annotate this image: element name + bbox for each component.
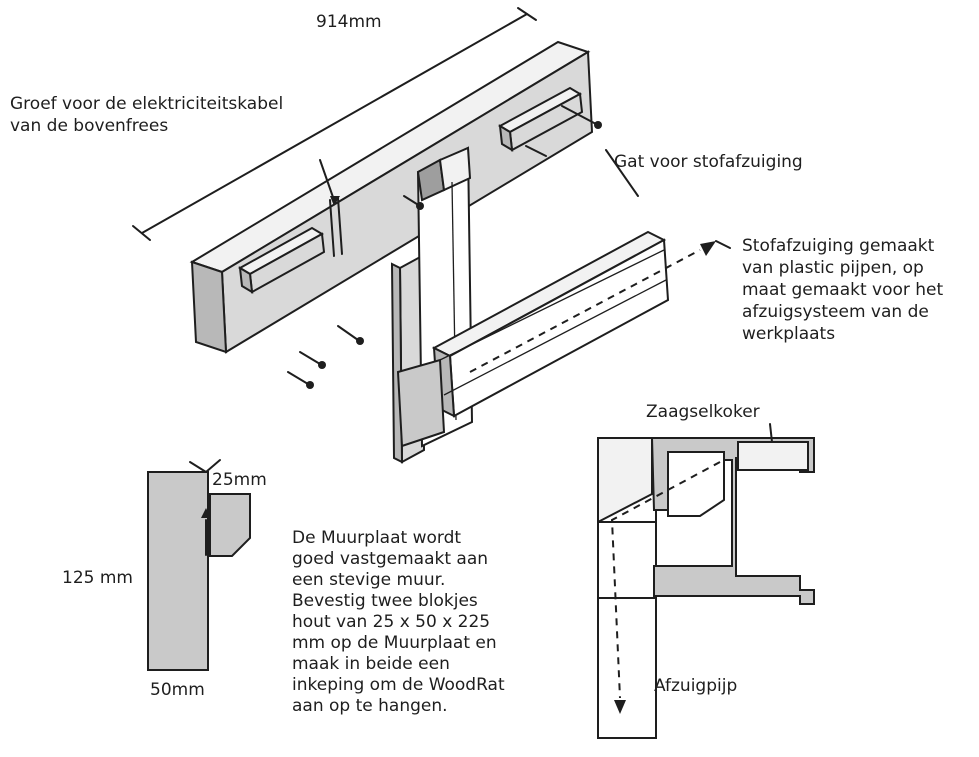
leader-lines (605, 149, 731, 249)
note-line: maak in beide een (292, 654, 450, 674)
dimension-125mm-label: 125 mm (62, 568, 133, 588)
sawdust-box-label: Zaagselkoker (646, 402, 760, 422)
dust-pipe-label-line3: maat gemaakt voor het (742, 280, 944, 300)
cable-groove (319, 159, 343, 257)
groove-label-line2: van de bovenfrees (10, 116, 169, 136)
note-line: aan op te hangen. (292, 696, 448, 716)
air-flow-arrow (469, 241, 716, 373)
note-line: inkeping om de WoodRat (292, 675, 505, 695)
dust-pipe-label-line4: afzuigsysteem van de (742, 302, 929, 322)
note-line: De Muurplaat wordt (292, 528, 462, 548)
screws (287, 105, 602, 389)
note-line: een stevige muur. (292, 570, 446, 590)
extraction-arm (396, 230, 670, 448)
length-dimension-label: 914mm (316, 12, 382, 32)
note-line: hout van 25 x 50 x 225 (292, 612, 491, 632)
mounting-note: De Muurplaat wordt goed vastgemaakt aan … (292, 528, 505, 717)
dust-hole-label: Gat voor stofafzuiging (614, 152, 803, 172)
note-line: Bevestig twee blokjes (292, 591, 478, 611)
length-dimension-line (132, 7, 537, 241)
dimension-25mm-label: 25mm (212, 470, 267, 490)
groove-label-line1: Groef voor de elektriciteitskabel (10, 94, 284, 114)
dust-pipe-label-line5: werkplaats (742, 324, 836, 344)
profile-cross-section (597, 423, 815, 739)
plate-cross-section (147, 459, 251, 671)
mounting-block-left (238, 226, 326, 294)
exhaust-pipe-label: Afzuigpijp (654, 676, 738, 696)
dust-pipe-label-line2: van plastic pijpen, op (742, 258, 924, 278)
note-line: goed vastgemaakt aan (292, 549, 489, 569)
note-line: mm op de Muurplaat en (292, 633, 497, 653)
dimension-50mm-label: 50mm (150, 680, 205, 700)
dust-pipe-label-line1: Stofafzuiging gemaakt (742, 236, 935, 256)
